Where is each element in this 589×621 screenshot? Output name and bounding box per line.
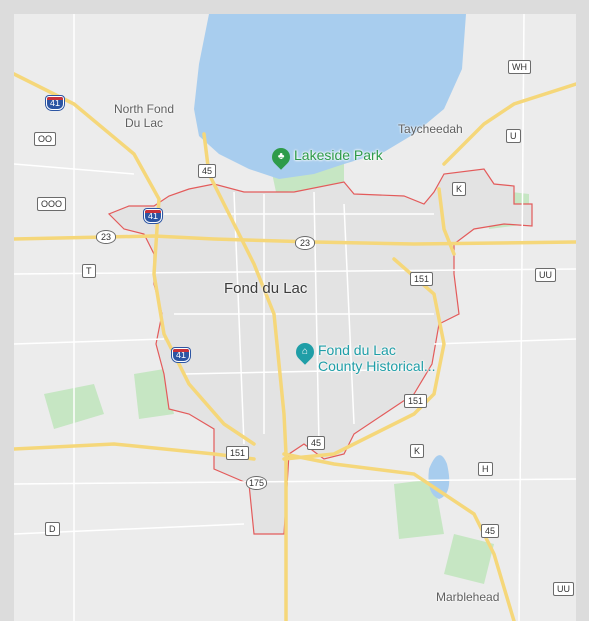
county-uu-shield: UU <box>553 582 574 596</box>
highway-45-south <box>282 452 516 621</box>
us-45-shield: 45 <box>481 524 500 538</box>
park-area <box>394 479 444 539</box>
highway-23 <box>14 234 576 246</box>
label-fond-du-lac: Fond du Lac <box>224 280 308 297</box>
county-ooo-shield: OOO <box>37 197 67 211</box>
tree-icon: ♣ <box>268 144 294 170</box>
poi-museum[interactable]: ⌂ Fond du Lac County Historical... <box>292 339 436 374</box>
county-oo-shield: OO <box>34 132 57 146</box>
county-k-shield: K <box>410 444 425 458</box>
poi-lakeside-park-label: Lakeside Park <box>294 147 383 163</box>
poi-museum-label: Fond du Lac County Historical... <box>318 342 436 374</box>
county-k-shield: K <box>452 182 467 196</box>
interstate-41-shield: 41 <box>46 96 65 110</box>
county-uu-shield: UU <box>535 268 556 282</box>
highway-ne <box>442 82 576 166</box>
us-45-shield: 45 <box>198 164 217 178</box>
map-canvas[interactable]: North Fond Du Lac Taycheedah Fond du Lac… <box>14 14 576 621</box>
county-wh-shield: WH <box>508 60 531 74</box>
county-d-shield: D <box>45 522 60 536</box>
county-t-shield: T <box>82 264 96 278</box>
county-u-shield: U <box>506 129 521 143</box>
label-north-fond-du-lac: North Fond Du Lac <box>114 102 175 130</box>
highway-151-north <box>437 187 456 256</box>
interstate-41-shield: 41 <box>144 209 163 223</box>
county-h-shield: H <box>478 462 493 476</box>
us-151-shield: 151 <box>226 446 250 460</box>
route-23-shield: 23 <box>96 230 116 244</box>
museum-icon: ⌂ <box>292 339 318 365</box>
park-area <box>444 534 494 584</box>
poi-lakeside-park[interactable]: ♣ Lakeside Park <box>268 144 383 170</box>
interstate-41-shield: 41 <box>172 348 191 362</box>
label-taycheedah: Taycheedah <box>398 122 463 136</box>
park-area <box>134 369 174 419</box>
lake-winnebago <box>194 14 466 179</box>
map-base-layer <box>14 14 576 621</box>
highway-45 <box>202 132 288 621</box>
minor-roads <box>14 14 576 621</box>
us-45-shield: 45 <box>307 436 326 450</box>
route-175-shield: 175 <box>246 476 268 490</box>
us-151-shield: 151 <box>404 394 428 408</box>
route-23-shield: 23 <box>295 236 315 250</box>
us-151-shield: 151 <box>410 272 434 286</box>
interstate-41 <box>14 72 256 446</box>
label-marblehead: Marblehead <box>436 590 500 604</box>
